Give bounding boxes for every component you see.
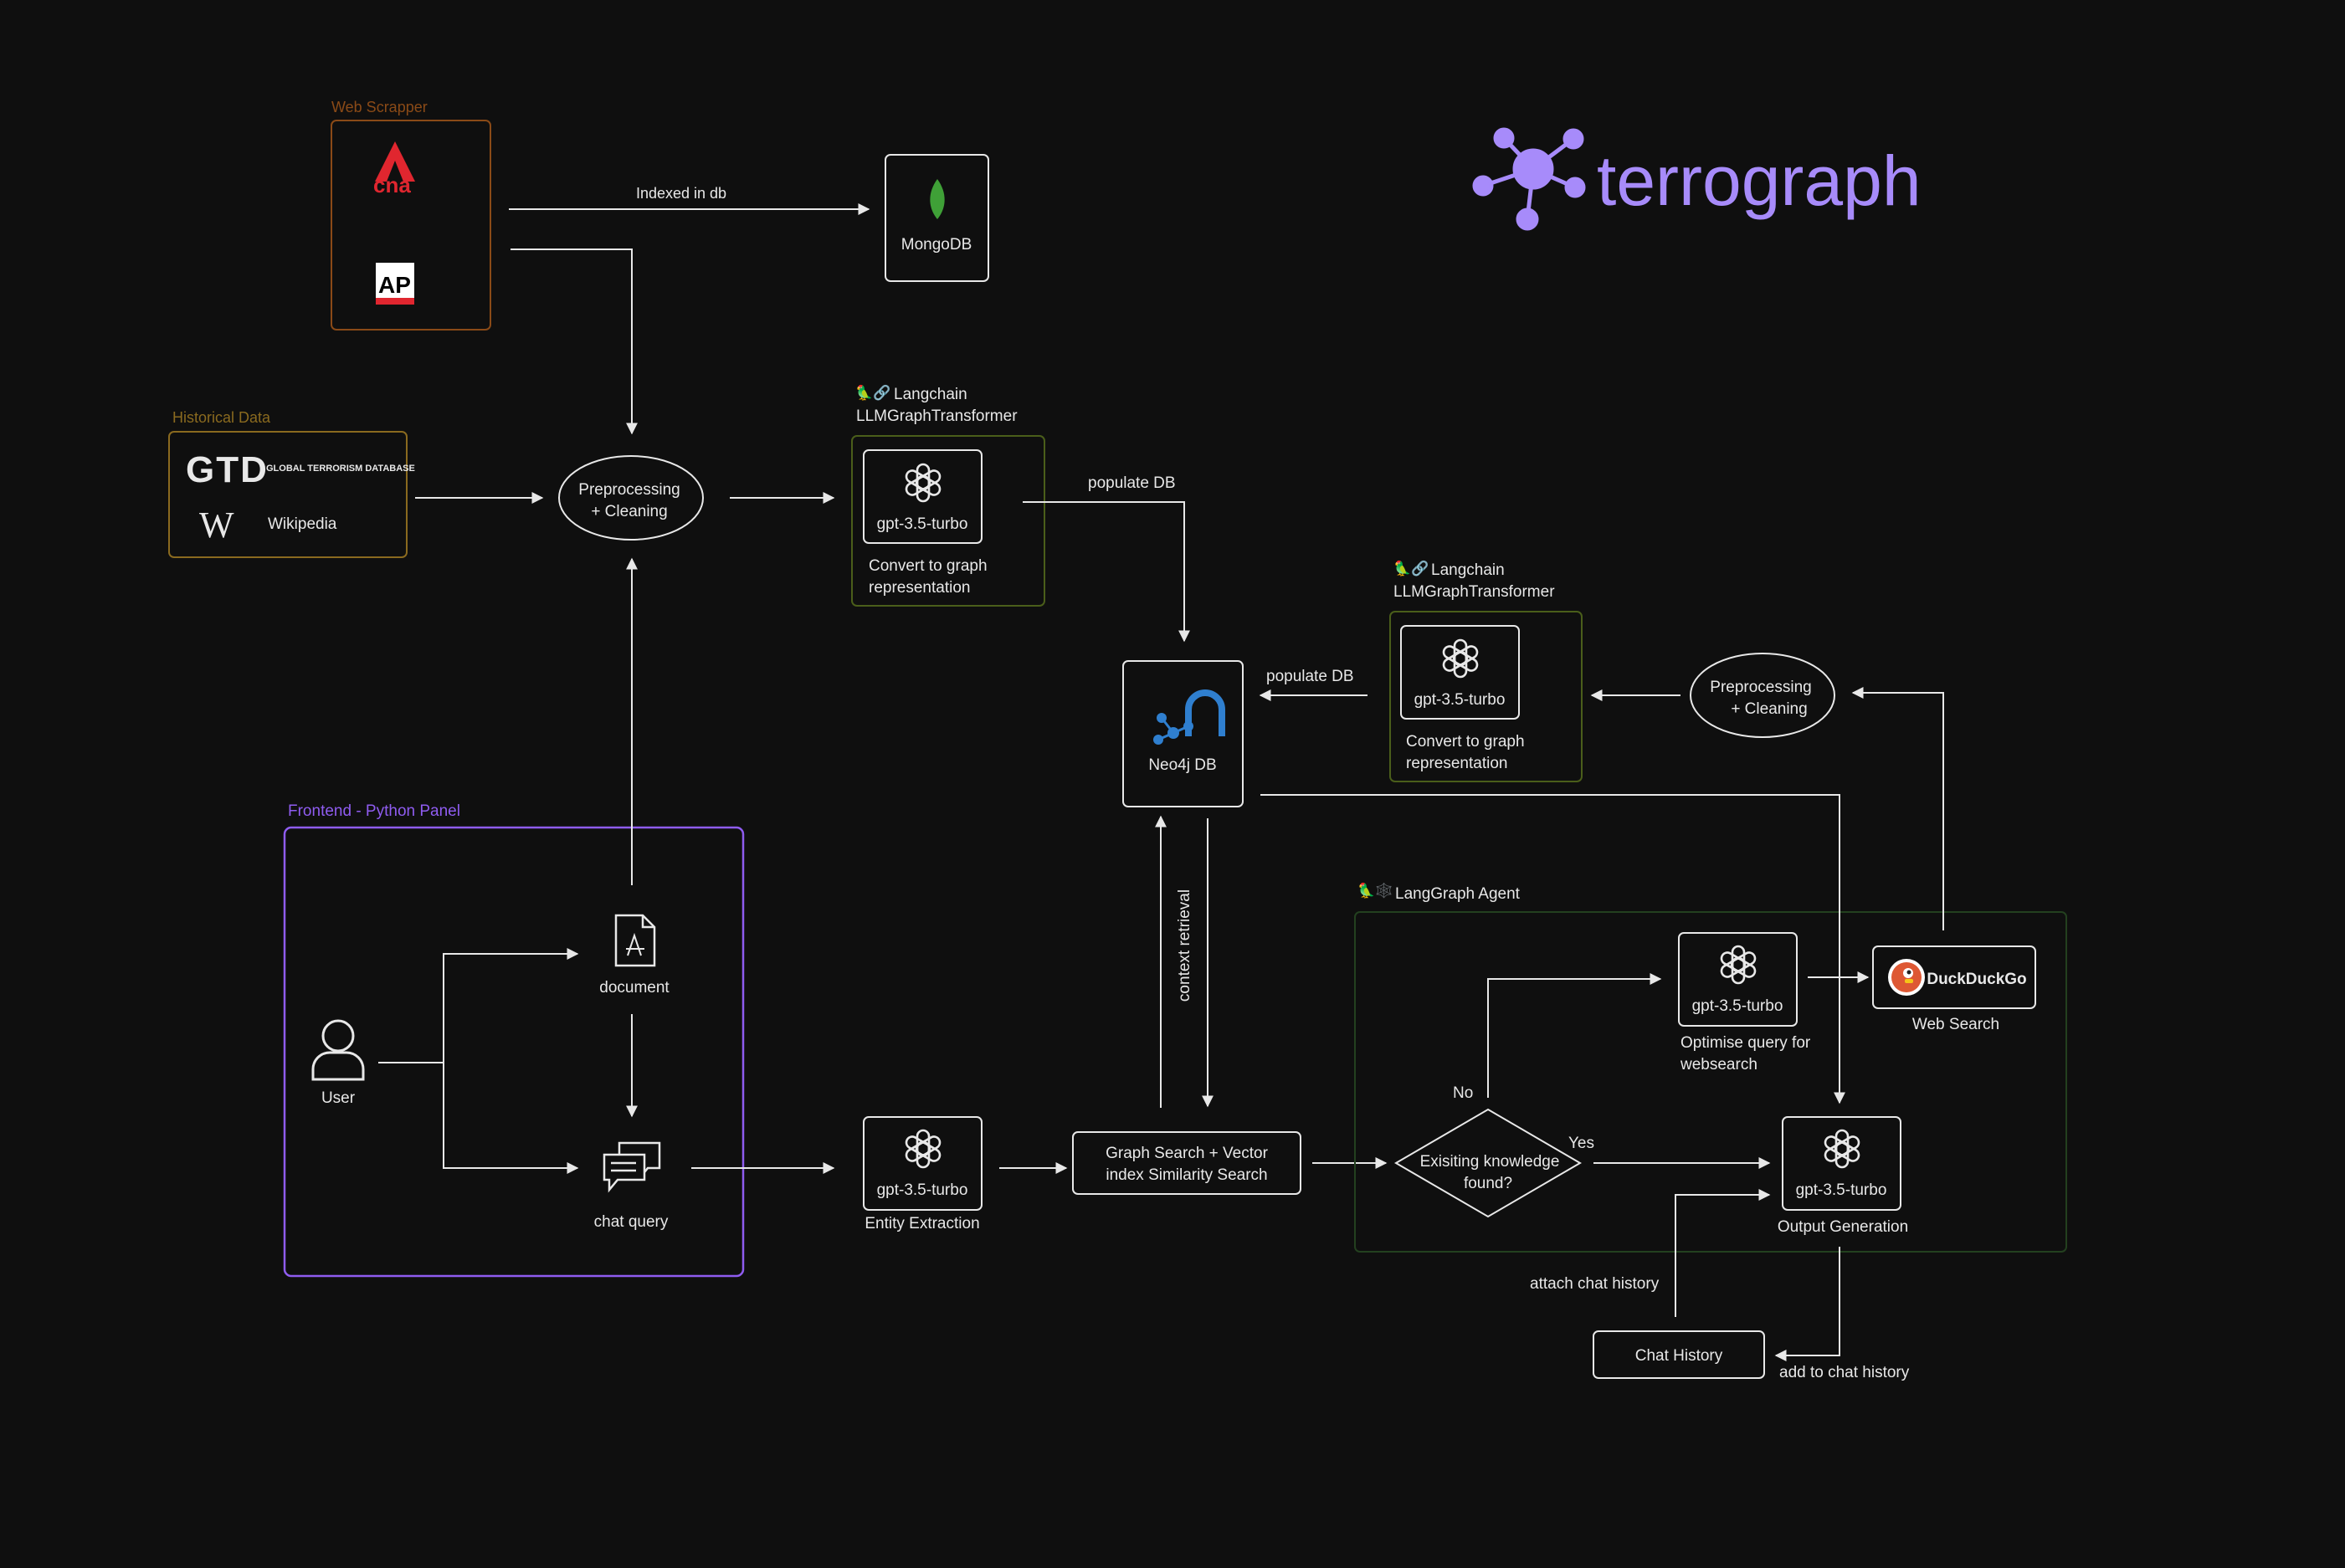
edge-label-populate-top: populate DB — [1088, 474, 1176, 492]
mongodb-leaf-icon — [930, 179, 945, 219]
frontend-label: Frontend - Python Panel — [288, 802, 460, 820]
graph-search-line1: Graph Search + Vector — [1106, 1145, 1268, 1162]
graph-search-node — [1072, 1131, 1301, 1195]
gpt-top-caption1: Convert to graph — [869, 557, 988, 575]
duckduckgo-node — [1872, 945, 2036, 1009]
langchain-right-label1: Langchain — [1431, 561, 1505, 579]
gpt-optimise-caption1: Optimise query for — [1680, 1034, 1811, 1052]
edge-label-add: add to chat history — [1779, 1364, 1910, 1381]
gpt-output-caption: Output Generation — [1778, 1218, 1908, 1236]
chat-bubbles-icon — [603, 1141, 661, 1193]
langgraph-group — [1354, 911, 2067, 1253]
brand-name: terrograph — [1597, 141, 1922, 220]
langchain-top-label1: Langchain — [894, 386, 967, 403]
gpt-output-model: gpt-3.5-turbo — [1796, 1181, 1887, 1199]
preproc-right-line1: Preprocessing — [1710, 679, 1811, 696]
gpt-top-node — [863, 449, 983, 544]
langchain-top-label2: LLMGraphTransformer — [856, 407, 1018, 425]
gpt-entity-node — [863, 1116, 983, 1211]
historical-group — [168, 431, 408, 558]
gpt-right-node — [1400, 625, 1520, 720]
ap-logo-icon: AP — [376, 263, 414, 305]
edge-ddg-preprocright — [1851, 687, 1944, 930]
langchain-top-emoji: 🦜🔗 — [855, 384, 890, 402]
edge-label-indexed: Indexed in db — [636, 185, 726, 202]
web-scrapper-label: Web Scrapper — [331, 99, 428, 115]
openai-icon — [1822, 1129, 1862, 1169]
langchain-right-emoji: 🦜🔗 — [1393, 560, 1429, 577]
neo4j-node — [1122, 660, 1244, 807]
gpt-output-node — [1782, 1116, 1901, 1211]
neo4j-label: Neo4j DB — [1148, 756, 1216, 774]
gpt-right-caption1: Convert to graph — [1406, 733, 1525, 751]
gpt-right-caption2: representation — [1406, 755, 1507, 772]
chat-query-label: chat query — [594, 1213, 669, 1231]
openai-icon — [903, 463, 943, 503]
wikipedia-icon: W — [199, 505, 234, 546]
mongodb-node — [885, 154, 989, 282]
gpt-optimise-model: gpt-3.5-turbo — [1692, 997, 1783, 1015]
graph-search-line2: index Similarity Search — [1106, 1166, 1267, 1184]
edge-output-history — [1774, 1247, 1840, 1361]
user-label: User — [321, 1089, 356, 1107]
gpt-right-model: gpt-3.5-turbo — [1414, 691, 1506, 709]
gpt-top-model: gpt-3.5-turbo — [877, 515, 968, 533]
edge-history-output — [1675, 1189, 1771, 1317]
ap-text: AP — [378, 272, 411, 298]
cna-text: cna — [373, 172, 411, 197]
langchain-right-group — [1389, 611, 1583, 782]
document-label: document — [599, 979, 670, 997]
edge-neo4j-output — [1260, 794, 1845, 1104]
edge-label-context: context retrieval — [1176, 889, 1193, 1002]
gpt-top-caption2: representation — [869, 579, 970, 597]
gpt-entity-caption: Entity Extraction — [865, 1215, 979, 1232]
preproc-left-node — [558, 455, 704, 541]
openai-icon — [1440, 638, 1480, 679]
edge-user-document — [443, 948, 579, 1063]
edge-user-chatquery — [443, 1063, 579, 1174]
cna-logo-icon: cna — [373, 141, 415, 197]
web-search-label: Web Search — [1912, 1016, 1999, 1033]
edge-decision-no — [1487, 973, 1662, 1098]
historical-label: Historical Data — [172, 409, 271, 426]
gpt-optimise-node — [1678, 932, 1798, 1027]
langchain-right-label2: LLMGraphTransformer — [1393, 583, 1555, 601]
duckduckgo-label: DuckDuckGo — [1927, 971, 2026, 988]
edge-label-attach: attach chat history — [1530, 1275, 1660, 1293]
terrograph-logo: terrograph — [1472, 127, 1922, 231]
preproc-left-line1: Preprocessing — [578, 481, 680, 499]
chat-history-node — [1593, 1330, 1765, 1379]
edge-label-no: No — [1453, 1084, 1473, 1102]
preproc-left-line2: + Cleaning — [591, 503, 667, 520]
gpt-entity-model: gpt-3.5-turbo — [877, 1181, 968, 1199]
preproc-right-node — [1690, 653, 1835, 738]
duckduckgo-icon — [1888, 959, 1925, 996]
openai-icon — [903, 1129, 943, 1169]
preproc-right-line2: + Cleaning — [1731, 700, 1807, 718]
gtd-logo: GTD — [186, 449, 269, 490]
langchain-top-group — [851, 435, 1045, 607]
langgraph-label: LangGraph Agent — [1395, 885, 1521, 903]
mongodb-label: MongoDB — [901, 236, 972, 254]
langgraph-emoji: 🦜🕸️ — [1357, 882, 1393, 899]
edge-scrapper-preproc — [511, 249, 638, 435]
decision-line1: Exisiting knowledge — [1420, 1153, 1560, 1171]
frontend-group — [283, 826, 745, 1278]
decision-node — [1394, 1108, 1582, 1218]
openai-icon — [1718, 945, 1758, 985]
decision-line2: found? — [1464, 1175, 1512, 1192]
wikipedia-label: Wikipedia — [268, 515, 337, 533]
gtd-caption: GLOBAL TERRORISM DATABASE — [266, 464, 415, 474]
web-scrapper-group — [331, 120, 491, 331]
document-pdf-icon — [614, 914, 656, 967]
network-logo-icon — [1472, 127, 1586, 231]
edge-label-yes: Yes — [1568, 1135, 1594, 1152]
gpt-optimise-caption2: websearch — [1680, 1056, 1757, 1074]
neo4j-icon — [1153, 689, 1225, 745]
chat-history-label: Chat History — [1635, 1347, 1723, 1365]
edge-label-populate-right: populate DB — [1266, 668, 1354, 685]
edge-gpttop-neo4j — [1023, 501, 1190, 643]
user-icon — [311, 1019, 365, 1081]
